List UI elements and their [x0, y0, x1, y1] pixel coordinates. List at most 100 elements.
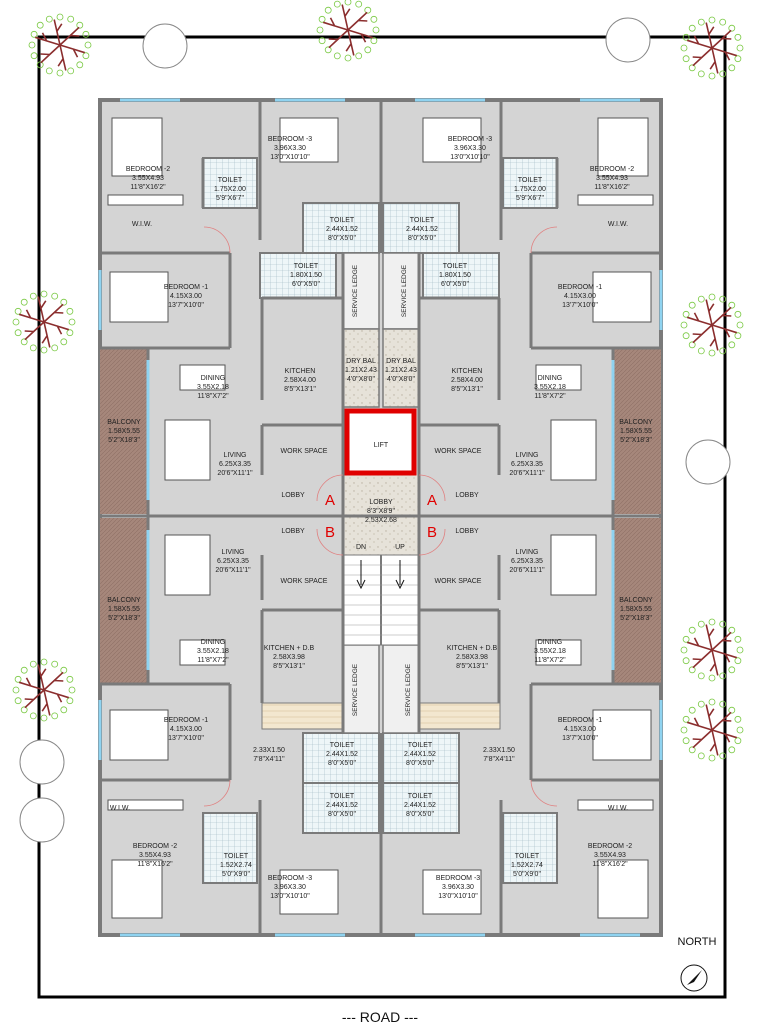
wiw-nw: W.I.W.: [132, 221, 152, 228]
dining-nw-size-feet: 11'8"X7'2": [197, 393, 229, 400]
bedroom1-sw-name: BEDROOM -1: [164, 717, 208, 724]
bedroom2-nw-name: BEDROOM -2: [126, 166, 170, 173]
wiw-sw: W.I.W.: [110, 805, 130, 812]
dining-se-name: DINING: [538, 639, 563, 646]
service-ledge-right-top: [382, 252, 420, 330]
toilet-a-ne-size-metric: 1.75X2.00: [514, 186, 546, 193]
bedroom3-n-left-name: BEDROOM -3: [268, 136, 312, 143]
ledge-strip-left: [261, 702, 343, 730]
dining-ne-size-metric: 3.55X2.18: [534, 384, 566, 391]
balcony-ne-size-metric: 1.58X5.55: [620, 428, 652, 435]
tree-icon: [12, 290, 76, 354]
service-ledge-label: SERVICE LEDGE: [352, 264, 359, 317]
tree-icon: [680, 698, 744, 762]
furniture: [107, 117, 654, 919]
site-boundary: [37, 35, 727, 999]
balcony-se-size-feet: 5'2"X18'3": [620, 615, 652, 622]
dining-sw-size-feet: 11'8"X7'2": [197, 657, 229, 664]
lift-label: LIFT: [374, 442, 389, 449]
balcony-floor-nw: [100, 348, 148, 514]
toilet-c-left-name: TOILET: [294, 263, 319, 270]
kitchen-n-right-size-feet: 8'5"X13'1": [451, 386, 483, 393]
bedroom1-nw-name: BEDROOM -1: [164, 284, 208, 291]
toilet-b-s2-left-size-feet: 8'0"X5'0": [328, 811, 356, 818]
bedroom3-s-left-size-feet: 13'0"X10'10": [270, 893, 310, 900]
balcony-ne-name: BALCONY: [619, 419, 653, 426]
living-ne-size-metric: 6.25X3.35: [511, 461, 543, 468]
bedroom2-ne-name: BEDROOM -2: [590, 166, 634, 173]
toilet-c-left-size-metric: 1.80X1.50: [290, 272, 322, 279]
living-nw-size-feet: 20'6"X11'1": [217, 470, 253, 477]
bedroom1-ne-size-metric: 4.15X3.00: [564, 293, 596, 300]
toilet-b-s1-right-name: TOILET: [408, 742, 433, 749]
toilet-b-s1-left-size-metric: 2.44X1.52: [326, 751, 358, 758]
balcony-sw-size-feet: 5'2"X18'3": [108, 615, 140, 622]
section-a-left: A: [325, 492, 335, 509]
balcony-nw-size-metric: 1.58X5.55: [108, 428, 140, 435]
bedroom3-n-left-size-feet: 13'0"X10'10": [270, 154, 310, 161]
balcony-nw-size-feet: 5'2"X18'3": [108, 437, 140, 444]
bedroom2-ne-size-feet: 11'8"X16'2": [594, 184, 630, 191]
toilet-b-n-right-name: TOILET: [410, 217, 435, 224]
bedroom3-s-right-name: BEDROOM -3: [436, 875, 480, 882]
toilet-a-ne-name: TOILET: [518, 177, 543, 184]
dining-se-size-feet: 11'8"X7'2": [534, 657, 566, 664]
service-ledge-left-bottom: [342, 644, 380, 734]
section-b-left: B: [325, 524, 335, 541]
toilet-d-se-size-metric: 1.52X2.74: [511, 862, 543, 869]
toilet-d-sw-name: TOILET: [224, 853, 249, 860]
windows: [98, 98, 663, 937]
bedroom2-se-size-feet: 11'8"X16'2": [592, 861, 628, 868]
passage-left-metric: 2.33X1.50: [253, 747, 285, 754]
toilet-d-sw-size-metric: 1.52X2.74: [220, 862, 252, 869]
stair-dn-label: DN: [356, 544, 366, 551]
lift-shaft: [344, 408, 417, 476]
dry-bal-right: [382, 328, 420, 408]
living-nw-name: LIVING: [224, 452, 247, 459]
bedroom3-s-right-size-metric: 3.96X3.30: [442, 884, 474, 891]
stair-arrow-dn: [356, 560, 366, 590]
dry-bal-right-size-metric: 1.21X2.43: [385, 367, 417, 374]
passage-left-feet: 7'8"X4'11": [253, 756, 285, 763]
staircase: [342, 554, 420, 646]
trees: [12, 0, 744, 762]
balcony-sw-size-metric: 1.58X5.55: [108, 606, 140, 613]
toilet-b-n-right-size-feet: 8'0"X5'0": [408, 235, 436, 242]
living-ne-size-feet: 20'6"X11'1": [509, 470, 545, 477]
dining-sw-size-metric: 3.55X2.18: [197, 648, 229, 655]
toilet-a-nw-name: TOILET: [218, 177, 243, 184]
bedroom3-n-left-size-metric: 3.96X3.30: [274, 145, 306, 152]
living-sw-size-metric: 6.25X3.35: [217, 558, 249, 565]
toilet-b-n-left-name: TOILET: [330, 217, 355, 224]
kitchen-db-left-name: KITCHEN + D.B: [264, 645, 315, 652]
toilet-d-sw-size-feet: 5'0"X9'0": [222, 871, 250, 878]
service-ledge-label: SERVICE LEDGE: [401, 264, 408, 317]
toilet-b-n-left-size-metric: 2.44X1.52: [326, 226, 358, 233]
section-a-right: A: [427, 492, 437, 509]
kitchen-n-right-size-metric: 2.58X4.00: [451, 377, 483, 384]
dry-bal-left-size-feet: 4'0"X8'0": [347, 376, 375, 383]
stair-arrow-up: [395, 560, 405, 590]
living-se-name: LIVING: [516, 549, 539, 556]
wiw-ne: W.I.W.: [608, 221, 628, 228]
toilet-b-s1-right-size-feet: 8'0"X5'0": [406, 760, 434, 767]
living-nw-size-metric: 6.25X3.35: [219, 461, 251, 468]
walls: [100, 100, 661, 935]
service-ledge-label: SERVICE LEDGE: [405, 663, 412, 716]
passage-right-feet: 7'8"X4'11": [483, 756, 515, 763]
passage-right-metric: 2.33X1.50: [483, 747, 515, 754]
service-ledge-label: SERVICE LEDGE: [352, 663, 359, 716]
bedroom1-se-size-metric: 4.15X3.00: [564, 726, 596, 733]
bedroom2-sw-size-feet: 11'8"X16'2": [137, 861, 173, 868]
toilet-b-s1-right-size-metric: 2.44X1.52: [404, 751, 436, 758]
site-circles: [19, 17, 731, 843]
dining-ne-name: DINING: [538, 375, 563, 382]
toilet-b-n-left-size-feet: 8'0"X5'0": [328, 235, 356, 242]
work-space-sw: WORK SPACE: [281, 578, 328, 585]
toilet-b-s2-left-name: TOILET: [330, 793, 355, 800]
tree-icon: [680, 618, 744, 682]
balcony-se-size-metric: 1.58X5.55: [620, 606, 652, 613]
toilet-c-right-size-metric: 1.80X1.50: [439, 272, 471, 279]
central-lobby-metric: 2.53X2.68: [365, 517, 397, 524]
